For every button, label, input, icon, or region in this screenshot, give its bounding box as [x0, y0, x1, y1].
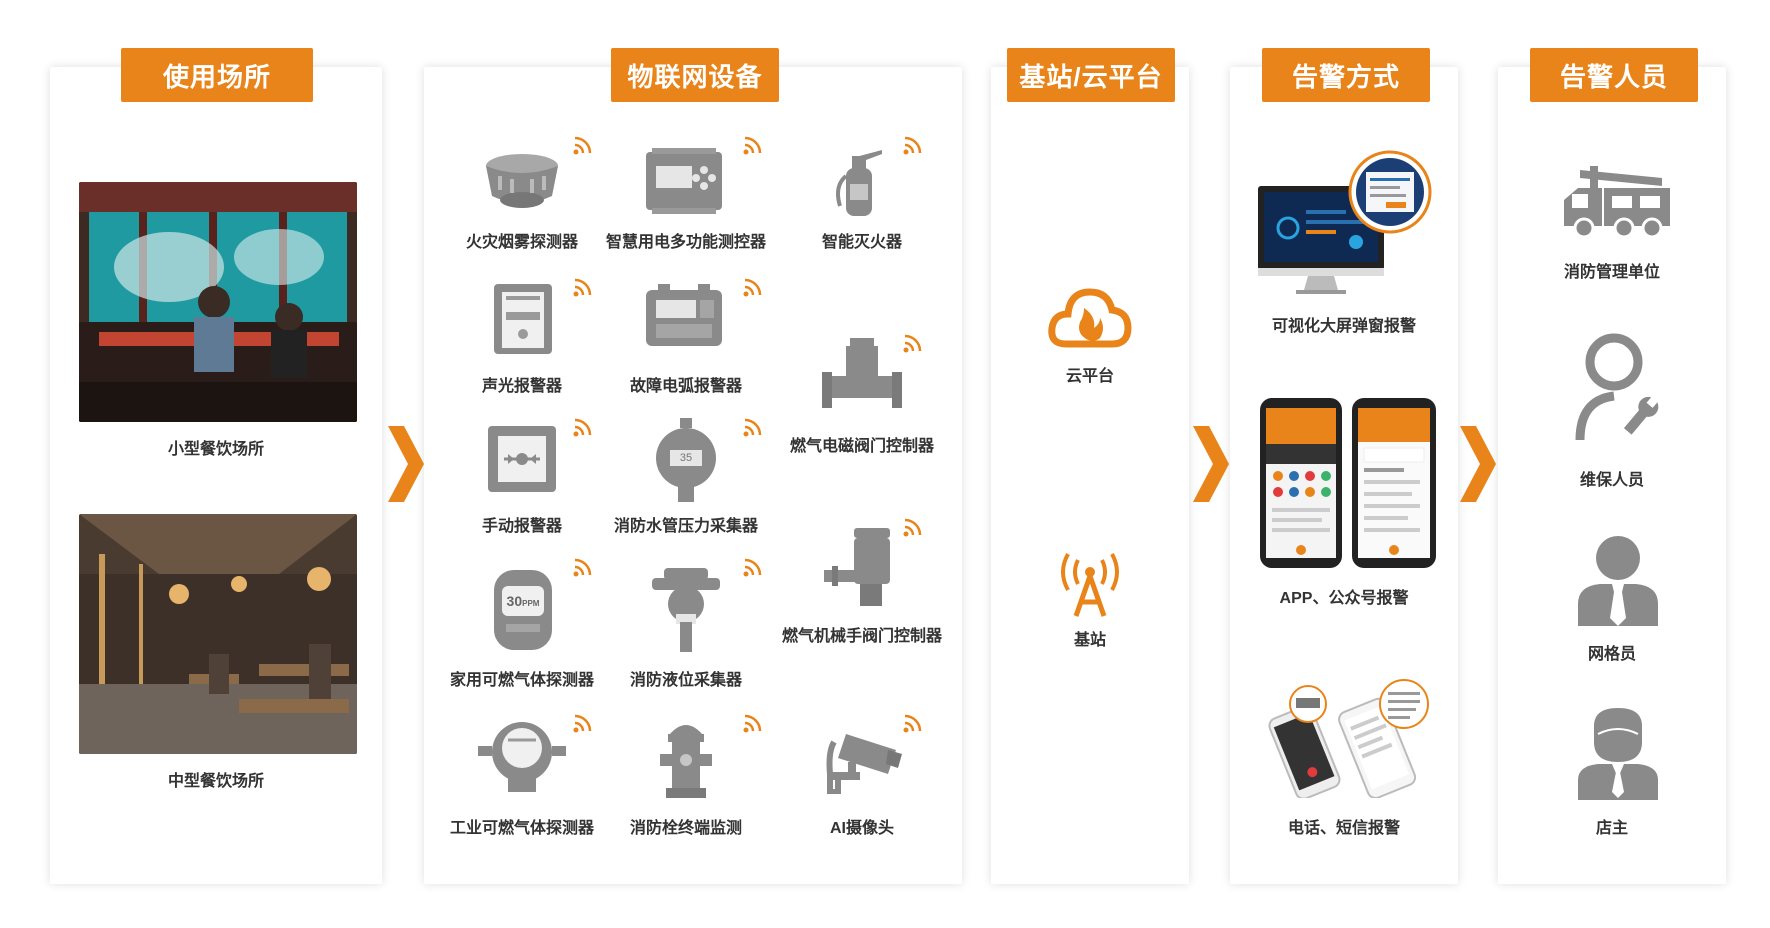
device-label: 工业可燃气体探测器	[449, 820, 595, 837]
device-label: 家用可燃气体探测器	[449, 672, 595, 689]
alarm-person-label: 维保人员	[1579, 472, 1645, 489]
sound-light-alarm-icon	[494, 284, 552, 354]
venues-title: 使用场所	[121, 48, 313, 102]
devices-title: 物联网设备	[611, 48, 779, 102]
phone-app-icon	[1260, 398, 1436, 568]
gas-unit: PPM	[522, 599, 540, 608]
hydrant-icon	[660, 725, 712, 798]
alarm-person-label: 店主	[1595, 820, 1629, 837]
medium-restaurant-photo	[79, 514, 357, 754]
alarm-method-label: 可视化大屏弹窗报警	[1271, 318, 1417, 335]
arc-fault-alarm-icon	[646, 284, 722, 346]
wireless-signal-icon	[743, 278, 762, 297]
wireless-signal-icon	[573, 558, 592, 577]
wireless-signal-icon	[743, 418, 762, 437]
alarm-person-label: 网格员	[1587, 646, 1637, 663]
wireless-signal-icon	[573, 714, 592, 733]
wireless-signal-icon	[743, 136, 762, 155]
device-label: AI摄像头	[829, 820, 895, 837]
flow-arrow-icon	[1460, 426, 1496, 502]
power-monitor-icon	[646, 148, 722, 214]
small-restaurant-photo	[79, 182, 357, 422]
gas-reading: 30	[506, 593, 523, 609]
level-sensor-icon	[652, 568, 720, 652]
wireless-signal-icon	[573, 136, 592, 155]
maintenance-icon	[1575, 333, 1659, 441]
flow-arrow-icon	[1193, 426, 1229, 502]
alarm-person-label: 消防管理单位	[1563, 264, 1661, 281]
valve-manipulator-icon	[824, 528, 890, 606]
wireless-signal-icon	[903, 334, 922, 353]
pressure-reading: 35	[679, 452, 693, 464]
device-label: 燃气电磁阀门控制器	[789, 438, 935, 455]
device-label: 消防水管压力采集器	[613, 518, 759, 535]
device-label: 消防液位采集器	[629, 672, 743, 689]
device-label: 手动报警器	[481, 518, 563, 535]
wireless-signal-icon	[903, 136, 922, 155]
device-label: 火灾烟雾探测器	[465, 234, 579, 251]
smoke-detector-icon	[486, 154, 558, 208]
alarm-method-label: 电话、短信报警	[1287, 820, 1401, 837]
monitor-icon	[1258, 150, 1432, 294]
home-gas-detector-icon: 30PPM	[492, 568, 554, 652]
cloud-fire-icon	[1048, 288, 1132, 348]
device-label: 消防栓终端监测	[629, 820, 743, 837]
base-station-icon	[1061, 553, 1119, 617]
manual-call-point-icon	[488, 426, 556, 492]
platform-label: 云平台	[1065, 368, 1115, 385]
alarm-method-label: APP、公众号报警	[1279, 590, 1409, 607]
flow-arrow-icon	[388, 426, 424, 502]
alarm-people-title: 告警人员	[1530, 48, 1698, 102]
grid-worker-icon	[1578, 536, 1658, 626]
venue-label: 小型餐饮场所	[167, 441, 265, 458]
solenoid-valve-icon	[822, 338, 902, 408]
device-label: 智能灭火器	[821, 234, 903, 251]
wireless-signal-icon	[573, 278, 592, 297]
alarm-methods-title: 告警方式	[1262, 48, 1430, 102]
device-label: 燃气机械手阀门控制器	[781, 628, 943, 645]
fire-truck-icon	[1564, 166, 1670, 239]
platform-title: 基站/云平台	[1007, 48, 1175, 102]
venue-label: 中型餐饮场所	[167, 773, 265, 790]
device-label: 故障电弧报警器	[629, 378, 743, 395]
camera-icon	[826, 734, 902, 794]
platform-label: 基站	[1073, 632, 1107, 649]
shop-owner-icon	[1578, 708, 1658, 800]
wireless-signal-icon	[573, 418, 592, 437]
device-label: 智慧用电多功能测控器	[605, 234, 767, 251]
industrial-gas-detector-icon	[478, 722, 566, 792]
wireless-signal-icon	[743, 558, 762, 577]
wireless-signal-icon	[903, 714, 922, 733]
fire-extinguisher-icon	[836, 150, 882, 216]
platform-panel	[991, 67, 1189, 884]
phone-sms-icon	[1268, 679, 1429, 798]
device-label: 声光报警器	[481, 378, 563, 395]
pressure-gauge-icon: 35	[650, 418, 722, 502]
wireless-signal-icon	[903, 518, 922, 537]
wireless-signal-icon	[743, 714, 762, 733]
